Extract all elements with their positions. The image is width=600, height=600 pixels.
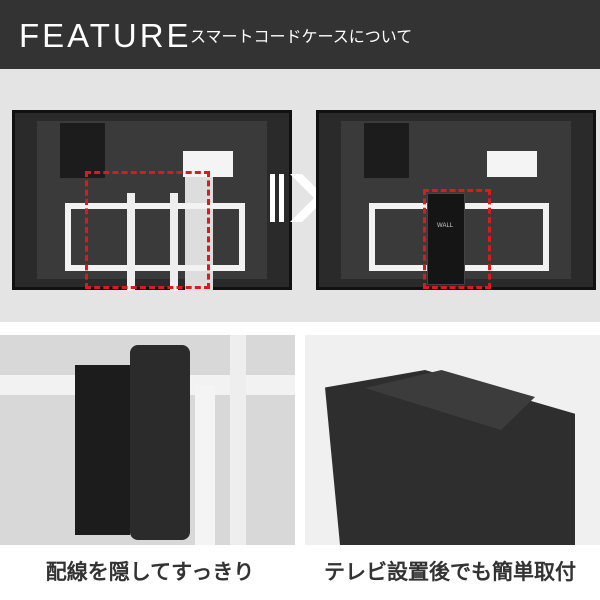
cable-highlight-box xyxy=(85,171,210,289)
cable-case-closeup-photo xyxy=(0,335,295,545)
caption-easy-install: テレビ設置後でも簡単取付 xyxy=(324,560,576,584)
header-banner: FEATURE スマートコードケースについて xyxy=(0,0,600,69)
case-highlight-box xyxy=(423,189,491,289)
feature-subtitle: スマートコードケースについて xyxy=(190,27,413,46)
feature-title: FEATURE xyxy=(19,17,192,54)
case-logo: WALL xyxy=(437,223,454,229)
tv-after-image: WALL xyxy=(316,110,596,290)
caption-hide-cables: 配線を隠してすっきり xyxy=(45,560,255,584)
case-product-photo xyxy=(305,335,600,545)
tv-before-image xyxy=(12,110,292,291)
